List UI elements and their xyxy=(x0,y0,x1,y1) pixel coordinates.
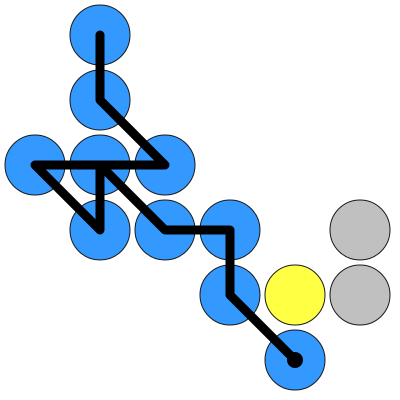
target-cell[interactable] xyxy=(264,264,326,326)
path-line xyxy=(30,30,300,365)
drawn-path xyxy=(30,30,303,368)
blocked-cell[interactable] xyxy=(329,199,391,261)
blocked-cell[interactable] xyxy=(329,264,391,326)
path-end-dot xyxy=(287,352,303,368)
